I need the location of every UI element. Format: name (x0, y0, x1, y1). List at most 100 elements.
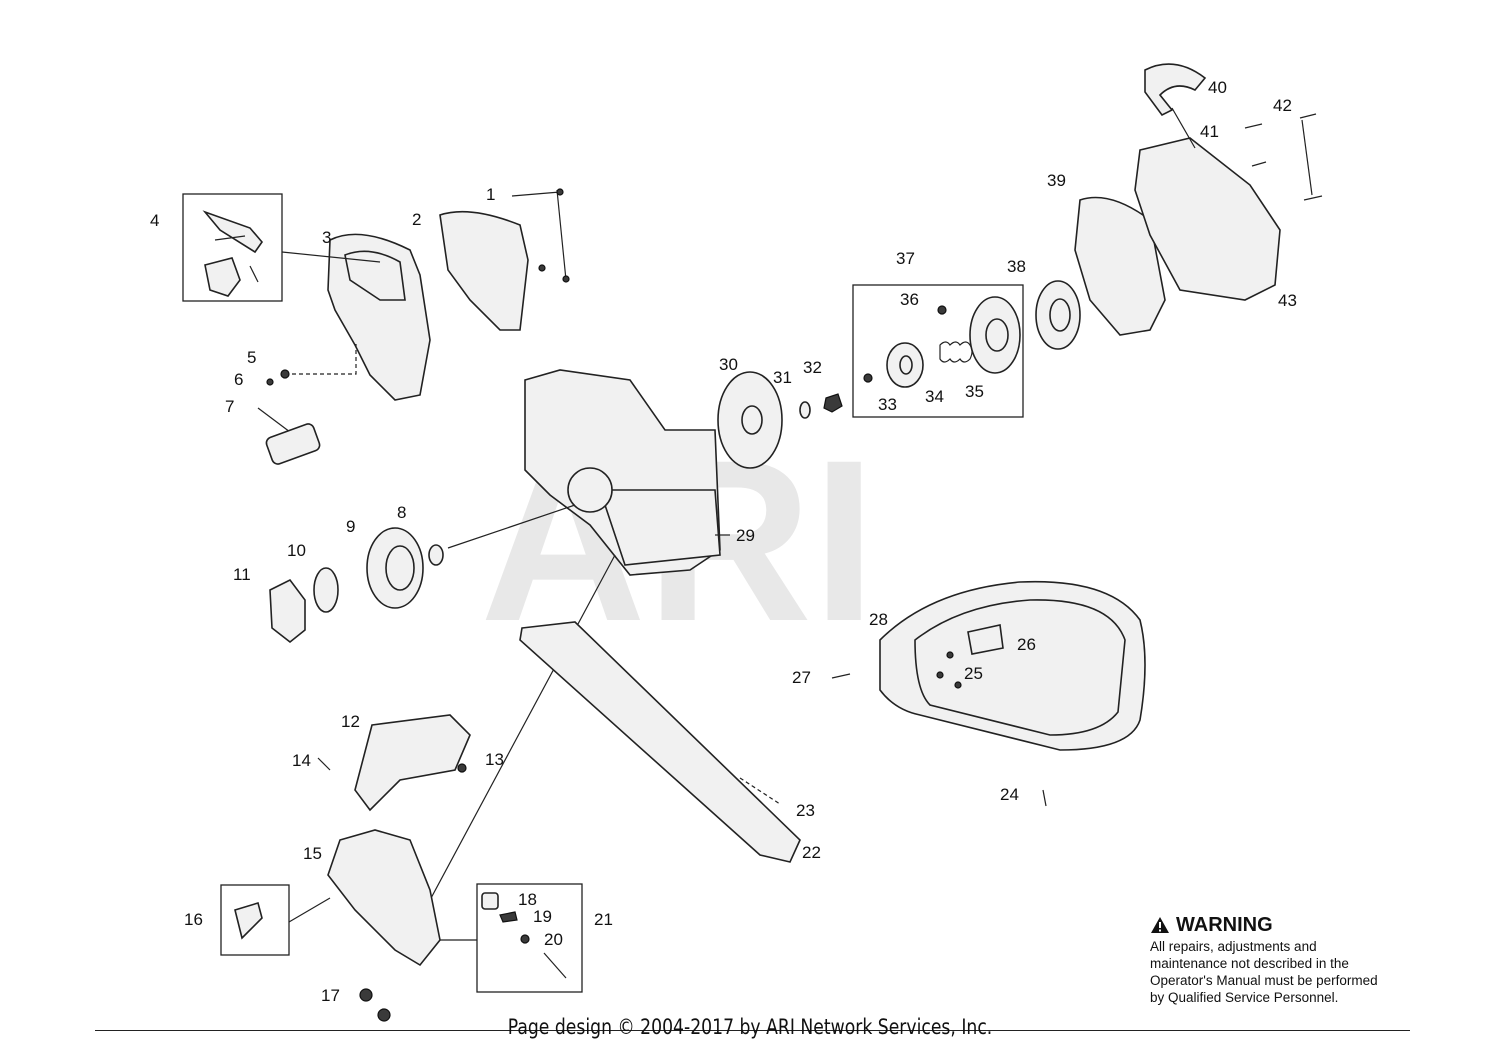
callout-11: 11 (233, 565, 251, 584)
part-screw-13 (457, 763, 467, 773)
warning-title: WARNING (1150, 914, 1390, 936)
part-starter-handle-40 (1144, 63, 1207, 117)
part-clutch-11 (269, 578, 306, 644)
callout-41: 41 (1200, 122, 1219, 141)
footer-copyright: Page design © 2004-2017 by ARI Network S… (507, 1015, 993, 1039)
callout-23: 23 (796, 801, 815, 820)
callout-12: 12 (341, 712, 360, 731)
part-rope-41 (1171, 107, 1196, 149)
part-5 (280, 369, 290, 379)
part-16 (234, 901, 263, 940)
part-chain-brake-12 (354, 714, 471, 812)
callout-box-4 (182, 193, 283, 302)
part-throttle-trigger-kit (202, 210, 264, 297)
callout-39: 39 (1047, 171, 1066, 190)
callout-5: 5 (247, 348, 256, 367)
callout-31: 31 (773, 368, 792, 387)
callout-17: 17 (321, 986, 340, 1005)
callout-25: 25 (964, 664, 983, 683)
part-screws-1 (511, 188, 570, 283)
callout-32: 32 (803, 358, 822, 377)
part-adjust-screw (543, 952, 567, 979)
callout-21: 21 (594, 910, 613, 929)
part-screws-25 (936, 651, 962, 689)
leader-line-15-16 (288, 897, 331, 923)
warning-title-text: WARNING (1176, 914, 1273, 936)
callout-22: 22 (802, 843, 821, 862)
callout-8: 8 (397, 503, 406, 522)
callout-9: 9 (346, 517, 355, 536)
callout-36: 36 (900, 290, 919, 309)
callout-34: 34 (925, 387, 944, 406)
part-handle-cover (439, 210, 529, 331)
part-flywheel-30 (717, 371, 783, 469)
part-screws-42 (1244, 113, 1323, 201)
callout-40: 40 (1208, 78, 1227, 97)
part-recoil-38 (1035, 280, 1081, 350)
callout-38: 38 (1007, 257, 1026, 276)
part-fan-housing-39 (1074, 196, 1166, 336)
callout-box-16 (220, 884, 290, 956)
part-screw-33 (863, 373, 873, 383)
callout-37: 37 (896, 249, 915, 268)
callout-box-21 (476, 883, 583, 993)
part-screw-36 (937, 305, 947, 315)
callout-box-37 (852, 284, 1024, 418)
leader-line-4 (281, 251, 381, 263)
callout-19: 19 (533, 907, 552, 926)
callout-18: 18 (518, 890, 537, 909)
callout-20: 20 (544, 930, 563, 949)
part-clutch-drum-9 (366, 527, 424, 609)
leader-line-bar-mount (429, 554, 616, 901)
part-guide-bar-22 (519, 621, 801, 863)
callout-7: 7 (225, 397, 234, 416)
part-20 (520, 934, 530, 944)
callout-43: 43 (1278, 291, 1297, 310)
callout-13: 13 (485, 750, 504, 769)
part-nut-bottom (377, 1008, 391, 1022)
part-pin-14 (317, 757, 331, 771)
callout-15: 15 (303, 844, 322, 863)
part-spring-26 (967, 624, 1004, 655)
part-sprocket-cover-15 (327, 829, 441, 967)
callout-26: 26 (1017, 635, 1036, 654)
part-front-handle-28 (879, 580, 1146, 751)
part-nut-32 (823, 393, 843, 413)
leader-line-8 (447, 504, 576, 549)
part-spring-35 (939, 341, 973, 363)
callout-1: 1 (486, 185, 495, 204)
part-18 (481, 892, 499, 910)
part-bolt-24 (1042, 789, 1047, 807)
callout-27: 27 (792, 668, 811, 687)
callout-4: 4 (150, 211, 159, 230)
part-starter-cover-43 (1134, 137, 1281, 301)
warning-triangle-icon (1151, 917, 1169, 933)
callout-10: 10 (287, 541, 306, 560)
callout-labels: 1 2 3 4 5 6 7 8 9 10 11 12 13 14 15 16 1… (150, 78, 1297, 1005)
part-engine-housing (524, 369, 721, 576)
part-starter-housing (969, 296, 1021, 374)
part-washer-31 (799, 401, 811, 419)
part-19 (499, 911, 518, 923)
part-plate-10 (313, 567, 339, 613)
callout-6: 6 (234, 370, 243, 389)
part-6 (266, 378, 274, 386)
part-rear-handle (327, 233, 431, 401)
callout-16: 16 (184, 910, 203, 929)
warning-body: All repairs, adjustments and maintenance… (1150, 939, 1378, 1005)
warning-notice: WARNING All repairs, adjustments and mai… (1150, 914, 1390, 1006)
callout-28: 28 (869, 610, 888, 629)
callout-42: 42 (1273, 96, 1292, 115)
part-chain-23 (739, 777, 781, 805)
footer-rule (95, 1030, 1410, 1031)
part-7-fuel-filter (257, 407, 321, 465)
callout-33: 33 (878, 395, 897, 414)
part-bolt-27 (831, 673, 851, 679)
callout-3: 3 (322, 228, 331, 247)
part-pulley-34 (886, 342, 924, 388)
callout-14: 14 (292, 751, 311, 770)
leader-line-5-6 (292, 344, 357, 375)
callout-2: 2 (412, 210, 421, 229)
part-washer-8 (428, 544, 444, 566)
